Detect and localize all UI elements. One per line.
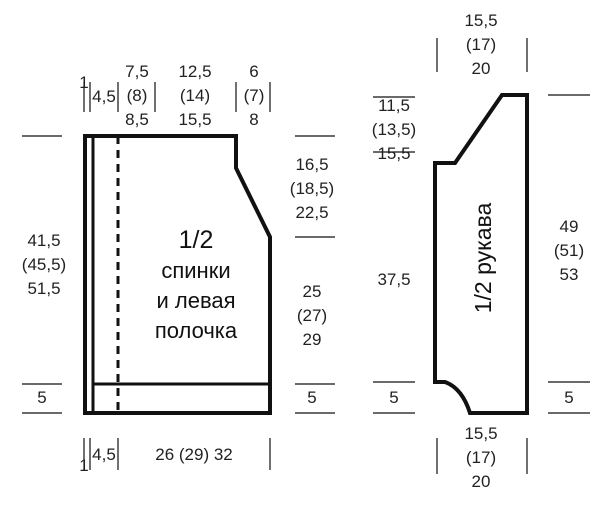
sleeve-label: 1/2 рукава bbox=[470, 203, 496, 314]
back-neck-dim-2: (8) bbox=[127, 86, 148, 105]
back-neck-dim-1: 7,5 bbox=[125, 62, 149, 81]
back-bottom-edge-dim: 1 bbox=[79, 456, 88, 475]
back-armhole-dim-2: (18,5) bbox=[290, 179, 334, 198]
sleeve-bottom-width-2: (17) bbox=[466, 448, 496, 467]
sleeve-cap-dim-1: 11,5 bbox=[378, 96, 410, 115]
back-side-length-dim-2: (27) bbox=[297, 306, 327, 325]
back-shoulder-dim-1: 12,5 bbox=[178, 62, 211, 81]
back-bottom-width-dim: 26 (29) 32 bbox=[155, 445, 233, 464]
back-label-line4: полочка bbox=[155, 318, 238, 343]
back-rib-right-dim: 5 bbox=[307, 388, 316, 407]
sleeve-rib-left-dim: 5 bbox=[389, 388, 398, 407]
back-armhole-dim-3: 22,5 bbox=[295, 203, 328, 222]
back-piece-outline bbox=[83, 134, 272, 415]
back-side-length-dim-3: 29 bbox=[303, 330, 322, 349]
back-armhole-dim-1: 16,5 bbox=[295, 155, 328, 174]
back-top-edge-dim: 1 bbox=[79, 73, 88, 92]
sleeve-bottom-width-1: 15,5 bbox=[464, 424, 497, 443]
sleeve-cap-dim-2: (13,5) bbox=[372, 120, 416, 139]
back-side-length-dim-1: 25 bbox=[303, 282, 322, 301]
back-side-dim-1: 6 bbox=[249, 62, 258, 81]
sleeve-outline bbox=[433, 93, 529, 415]
sleeve-top-width-3: 20 bbox=[472, 59, 491, 78]
back-label-line3: и левая bbox=[156, 288, 235, 313]
back-side-dim-2: (7) bbox=[244, 86, 265, 105]
sleeve-total-length-3: 53 bbox=[560, 265, 579, 284]
back-and-left-front-piece: 1/2 спинки и левая полочка bbox=[83, 134, 272, 415]
back-neck-dim-3: 8,5 bbox=[125, 110, 149, 129]
back-height-dim-1: 41,5 bbox=[27, 231, 60, 250]
sleeve-top-width-1: 15,5 bbox=[464, 11, 497, 30]
back-shoulder-dim-3: 15,5 bbox=[178, 110, 211, 129]
sleeve-top-width-2: (17) bbox=[466, 35, 496, 54]
sleeve-bottom-width-3: 20 bbox=[472, 472, 491, 491]
sleeve-total-length-1: 49 bbox=[560, 217, 579, 236]
back-top-dimension-ticks bbox=[83, 82, 271, 112]
back-bottom-band-dim: 4,5 bbox=[92, 445, 116, 464]
back-label-line1: 1/2 bbox=[179, 226, 214, 254]
sleeve-body-length-dim: 37,5 bbox=[377, 270, 410, 289]
back-shoulder-dim-2: (14) bbox=[180, 86, 210, 105]
sleeve-cap-dim-3: 15,5 bbox=[377, 144, 410, 163]
sleeve-rib-right-dim: 5 bbox=[564, 388, 573, 407]
back-top-band-dim: 4,5 bbox=[92, 87, 116, 106]
back-height-dim-2: (45,5) bbox=[22, 255, 66, 274]
sleeve-piece: 1/2 рукава bbox=[433, 93, 529, 415]
back-rib-left-dim: 5 bbox=[37, 388, 46, 407]
back-height-dim-3: 51,5 bbox=[27, 279, 60, 298]
back-side-dim-3: 8 bbox=[249, 110, 258, 129]
back-label-line2: спинки bbox=[161, 258, 230, 283]
sleeve-total-length-2: (51) bbox=[554, 241, 584, 260]
back-bottom-dimension-ticks bbox=[83, 438, 271, 470]
